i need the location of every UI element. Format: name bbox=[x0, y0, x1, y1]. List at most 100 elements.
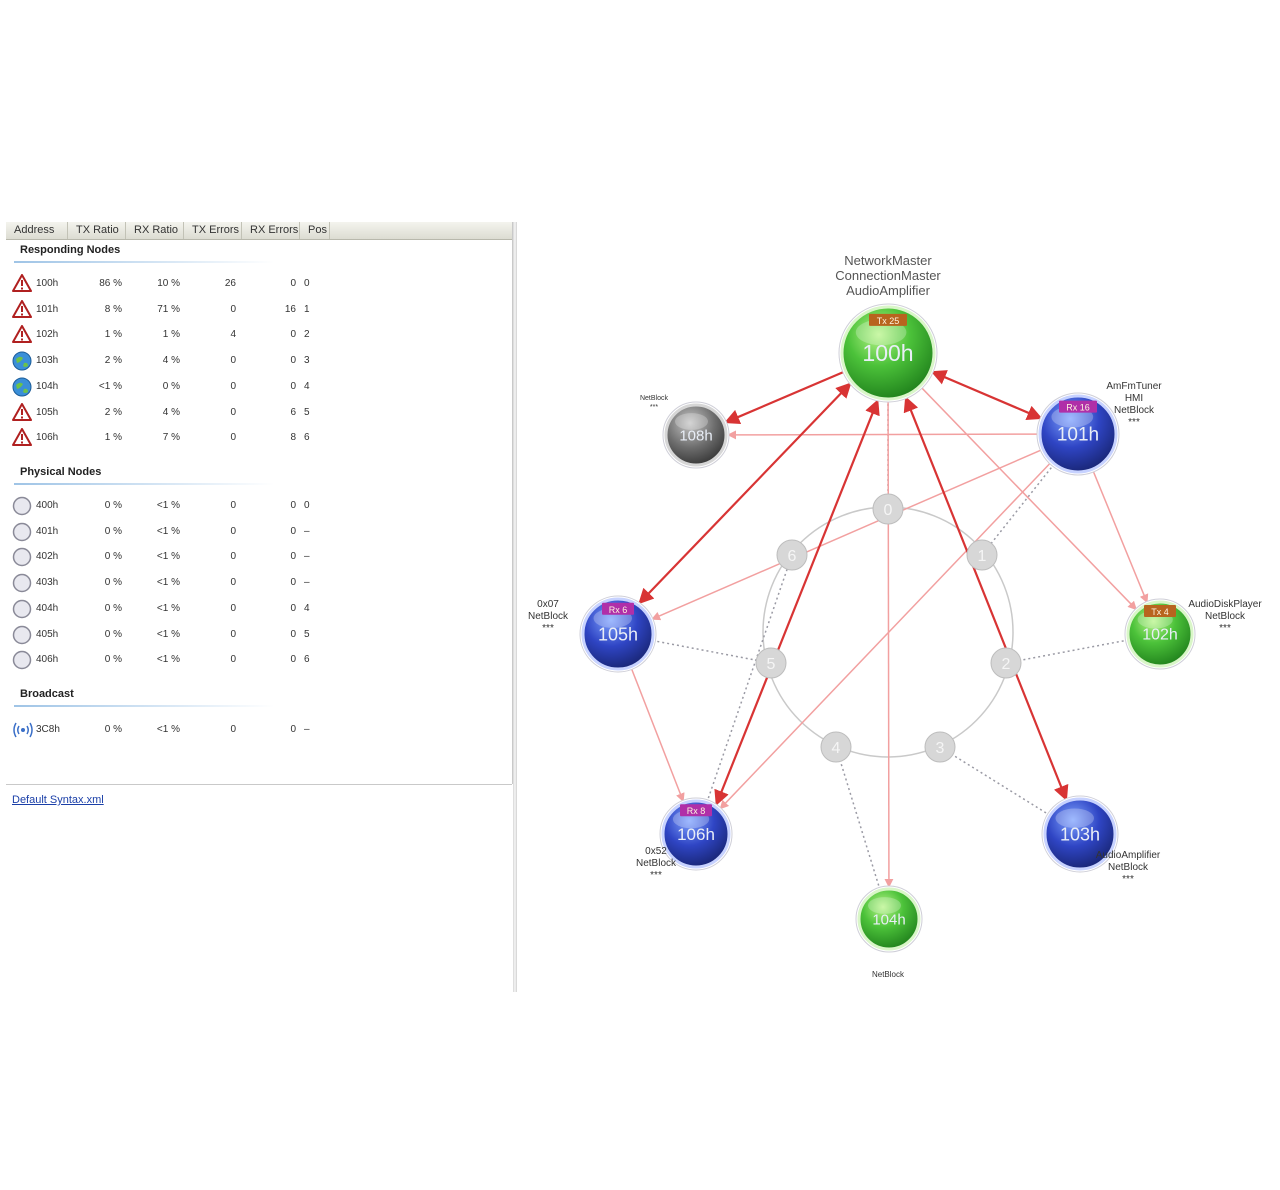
cell-tx-errors: 0 bbox=[230, 525, 236, 537]
cell-rx-ratio: <1 % bbox=[156, 628, 180, 640]
cell-rx-errors: 0 bbox=[290, 551, 296, 563]
dotted-link bbox=[1019, 639, 1129, 662]
ring-position-label: 2 bbox=[1002, 656, 1011, 673]
node-badge-label: Rx 16 bbox=[1066, 403, 1090, 413]
section-divider bbox=[14, 261, 274, 263]
cell-rx-errors: 16 bbox=[284, 303, 296, 315]
cell-address: 402h bbox=[36, 551, 59, 563]
cell-address: 401h bbox=[36, 525, 59, 537]
node-circle bbox=[664, 403, 728, 467]
ring-position-label: 5 bbox=[767, 656, 776, 673]
light-link bbox=[727, 430, 1041, 440]
cell-pos: 2 bbox=[304, 329, 310, 341]
column-header-rx-ratio[interactable]: RX Ratio bbox=[126, 222, 184, 239]
ring-position-circle bbox=[872, 493, 904, 525]
cell-tx-ratio: 0 % bbox=[104, 628, 122, 640]
node-badge-label: Rx 8 bbox=[687, 806, 706, 816]
dotted-link bbox=[839, 760, 881, 891]
cell-tx-errors: 0 bbox=[230, 628, 236, 640]
cell-tx-errors: 0 bbox=[230, 577, 236, 589]
cell-rx-errors: 0 bbox=[290, 380, 296, 392]
column-header-address[interactable]: Address bbox=[6, 222, 68, 239]
cell-tx-errors: 26 bbox=[224, 278, 236, 289]
ring-position-0[interactable]: 0 bbox=[872, 493, 904, 525]
cell-rx-ratio: 4 % bbox=[162, 355, 180, 367]
node-caption: *** bbox=[650, 870, 662, 881]
node-caption: NetBlock bbox=[528, 611, 569, 622]
cell-pos: – bbox=[304, 551, 310, 563]
ring-position-2[interactable]: 2 bbox=[990, 647, 1022, 679]
cell-tx-ratio: 2 % bbox=[104, 355, 122, 367]
cell-tx-ratio: <1 % bbox=[98, 380, 122, 392]
ring-position-label: 3 bbox=[936, 740, 945, 757]
node-highlight bbox=[675, 413, 708, 430]
cell-address: 101h bbox=[36, 303, 59, 315]
cell-rx-ratio: 0 % bbox=[162, 380, 180, 392]
node-circle bbox=[857, 887, 921, 951]
warning-icon bbox=[12, 274, 34, 294]
column-header-tx-ratio[interactable]: TX Ratio bbox=[68, 222, 126, 239]
cell-rx-ratio: <1 % bbox=[156, 577, 180, 589]
node-caption: NetBlock bbox=[872, 970, 905, 979]
node-caption: *** bbox=[650, 404, 658, 411]
cell-address: 404h bbox=[36, 602, 59, 614]
ring-position-5[interactable]: 5 bbox=[755, 647, 787, 679]
cell-tx-ratio: 0 % bbox=[104, 724, 122, 735]
ring-position-6[interactable]: 6 bbox=[776, 539, 808, 571]
circle-icon bbox=[12, 599, 34, 619]
column-header-tx-errors[interactable]: TX Errors bbox=[184, 222, 242, 239]
cell-rx-ratio: <1 % bbox=[156, 602, 180, 614]
node-caption: NetBlock bbox=[1114, 405, 1155, 416]
ring-position-4[interactable]: 4 bbox=[820, 731, 852, 763]
node-caption: 0x07 bbox=[537, 599, 559, 610]
node-caption: *** bbox=[1219, 623, 1231, 634]
cell-rx-ratio: <1 % bbox=[156, 500, 180, 511]
node-circle bbox=[1043, 797, 1117, 871]
ring-position-label: 4 bbox=[832, 740, 841, 757]
column-header-pos[interactable]: Pos bbox=[300, 222, 330, 239]
syntax-file-link[interactable]: Default Syntax.xml bbox=[12, 794, 104, 806]
column-header-rx-errors[interactable]: RX Errors bbox=[242, 222, 300, 239]
cell-tx-errors: 0 bbox=[230, 355, 236, 367]
node-label: 101h bbox=[1057, 425, 1099, 446]
node-caption: NetBlock bbox=[636, 858, 677, 869]
cell-pos: 3 bbox=[304, 355, 310, 367]
cell-rx-ratio: 4 % bbox=[162, 406, 180, 418]
ring-position-3[interactable]: 3 bbox=[924, 731, 956, 763]
node-caption: *** bbox=[1122, 874, 1134, 885]
cell-rx-ratio: <1 % bbox=[156, 551, 180, 563]
node-caption: NetworkMaster bbox=[844, 253, 932, 268]
cell-address: 406h bbox=[36, 654, 59, 666]
circle-icon bbox=[12, 547, 34, 567]
strong-link bbox=[724, 370, 845, 425]
cell-rx-errors: 0 bbox=[290, 500, 296, 511]
vertical-splitter[interactable] bbox=[513, 222, 517, 992]
cell-tx-ratio: 0 % bbox=[104, 602, 122, 614]
globe-icon bbox=[12, 377, 34, 397]
ring-position-1[interactable]: 1 bbox=[966, 539, 998, 571]
